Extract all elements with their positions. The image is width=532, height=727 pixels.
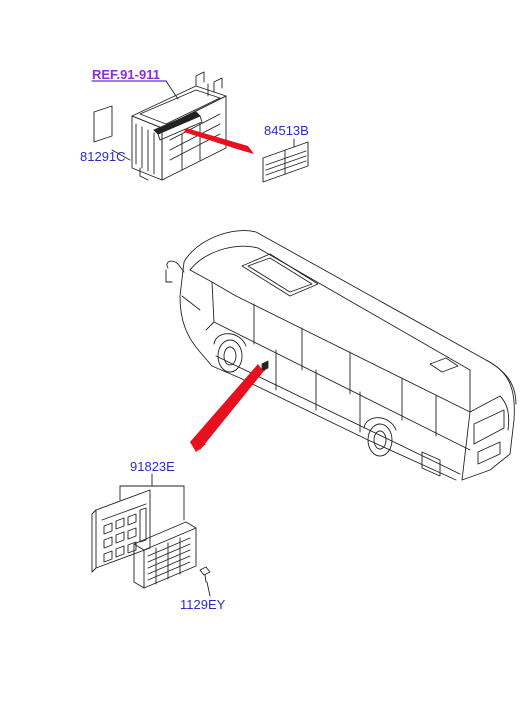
bus-drawing [165,230,517,481]
ref-91-911-label[interactable]: REF.91-911 [92,67,160,82]
part-91823e-label[interactable]: 91823E [130,459,175,474]
part-81291c-label[interactable]: 81291C [80,149,126,164]
control-unit-drawing [131,71,227,181]
leader-91823e [119,473,185,521]
fuse-box-drawing [91,489,197,589]
label-81291c-drawing [93,105,131,161]
label-84513b-drawing [262,138,309,183]
bolt-drawing [199,566,211,597]
callout-arrow-top [184,128,254,154]
ref-leader-line [91,80,179,100]
callout-arrow-bus [190,364,268,450]
part-1129ey-label[interactable]: 1129EY [180,597,226,612]
part-84513b-label[interactable]: 84513B [264,123,309,138]
